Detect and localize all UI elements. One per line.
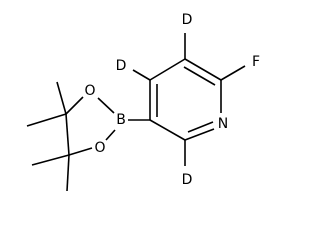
- bond-c-o-lower: [68, 147, 93, 156]
- bond-methyl-3: [31, 154, 70, 166]
- bond-methyl-2: [26, 113, 67, 127]
- bond-methyl-1: [56, 81, 67, 115]
- bond-c6-c5: [184, 58, 222, 81]
- bond-o-upper-c: [65, 96, 84, 115]
- bond-c3-n-double: [187, 121, 214, 133]
- atom-boron: B: [116, 112, 126, 128]
- atom-labels: D D D F N B O O: [84, 12, 260, 188]
- bond-o-lower-b: [105, 129, 116, 141]
- bonds: [26, 33, 246, 192]
- bond-c4-f: [220, 65, 246, 81]
- atom-d-left: D: [116, 58, 127, 74]
- bond-c5-c4-double: [183, 66, 216, 86]
- bond-c1-d: [132, 69, 151, 81]
- atom-d-bottom: D: [182, 172, 193, 188]
- atom-oxygen-lower: O: [94, 140, 105, 156]
- bond-c6-c1: [149, 58, 186, 81]
- bond-c2-c3: [149, 119, 186, 141]
- atom-oxygen-upper: O: [84, 83, 95, 99]
- atom-fluorine: F: [252, 54, 260, 70]
- bond-methyl-4: [66, 154, 70, 192]
- bond-b-o-upper: [97, 97, 115, 114]
- atom-d-top: D: [182, 12, 193, 28]
- bond-c-c-ring: [65, 113, 70, 156]
- atom-nitrogen: N: [218, 116, 228, 132]
- bond-c3-n: [184, 128, 215, 141]
- molecule-structure: D D D F N B O O: [26, 12, 260, 192]
